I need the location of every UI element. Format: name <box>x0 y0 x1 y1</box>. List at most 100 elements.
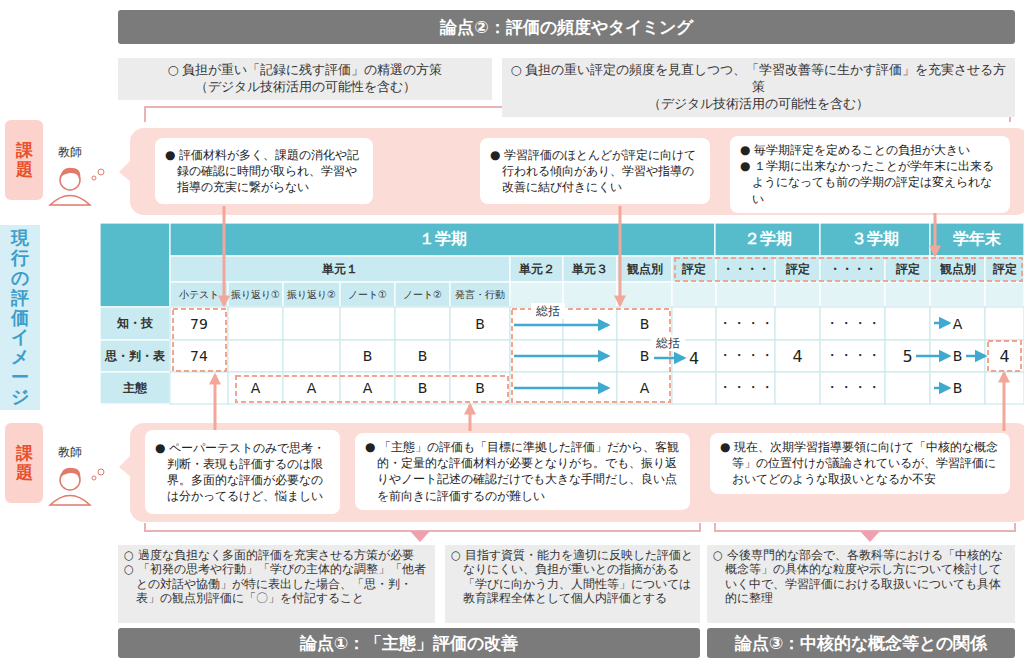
node-text: ○ 「初発の思考や行動」「学びの主体的な調整」「他者との対話や協働」が特に表出し… <box>124 562 429 605</box>
table-cell-value: 74 <box>170 340 228 372</box>
table-cell <box>775 256 820 282</box>
table-cell-value: B <box>930 372 985 404</box>
table-cell-value: A <box>283 372 340 404</box>
table-cell <box>617 256 672 282</box>
table-cell <box>885 282 930 307</box>
column-header: 観点別 <box>617 256 672 282</box>
table-cell <box>450 282 510 307</box>
table-cell-value: B <box>395 340 450 372</box>
node-text: ○ 目指す資質・能力を適切に反映した評価となりにくい、負担が重いとの指摘がある「… <box>451 548 694 606</box>
node-text: 課題 <box>16 141 33 178</box>
table-cell <box>100 372 170 404</box>
node-text: ● １学期に出来なかったことが学年末に出来るようになっても前の学期の評定は変えら… <box>740 158 1002 207</box>
bracket <box>145 523 700 531</box>
side-band: 現行の評価イメージ <box>0 225 40 410</box>
column-header: 評定 <box>885 256 930 282</box>
table-cell <box>885 307 930 340</box>
term-header: 学年末 <box>930 223 1024 256</box>
table-cell <box>283 282 340 307</box>
note-box: ○ 過度な負担なく多面的評価を充実させる方策が必要○ 「初発の思考や行動」「学び… <box>118 545 435 623</box>
banner: 論点②：評価の頻度やタイミング <box>118 10 1015 44</box>
bubble-tail <box>119 455 131 477</box>
banner: 論点①：「主態」評価の改善 <box>118 628 700 658</box>
table-cell-value: B <box>450 307 510 340</box>
table-cell <box>985 282 1024 307</box>
table-cell <box>930 307 985 340</box>
speaker-label: 教師 <box>50 444 90 460</box>
dashed-highlight <box>173 258 1022 402</box>
column-subheader: ノート② <box>395 282 450 307</box>
node-text: ● ペーパーテストのみで思考・判断・表現も評価するのは限界。多面的な評価が必要な… <box>155 440 332 505</box>
column-subheader: 発言・行動 <box>450 282 510 307</box>
table-cell <box>930 256 985 282</box>
table-cell <box>716 282 775 307</box>
row-header: 思・判・表 <box>100 340 170 372</box>
grade-value: 5 <box>885 340 930 372</box>
node-text: ○ 過度な負担なく多面的評価を充実させる方策が必要 <box>124 548 429 562</box>
banner: 論点③：中核的な概念等との関係 <box>707 628 1015 658</box>
callout-box: ● ペーパーテストのみで思考・判断・表現も評価するのは限界。多面的な評価が必要な… <box>145 430 340 514</box>
table-cell-value: A <box>930 307 985 340</box>
table-cell <box>563 256 617 282</box>
table-cell <box>450 307 510 340</box>
column-subheader: 振り返り① <box>228 282 283 307</box>
callout-box: ● 毎学期評定を定めることの負担が大きい● １学期に出来なかったことが学年末に出… <box>730 136 1010 213</box>
column-header: 評定 <box>672 256 716 282</box>
term-header: ３学期 <box>820 223 930 256</box>
table-cell <box>170 340 228 372</box>
table-cell-value: ・・・・ <box>716 340 775 372</box>
issue-arrow <box>215 206 1004 431</box>
grade-value: 4 <box>989 342 1020 370</box>
column-header: ・・・・ <box>820 256 885 282</box>
table-cell-value: ・・・・ <box>716 372 775 404</box>
column-subheader: 振り返り② <box>283 282 340 307</box>
callout-box: ● 現在、次期学習指導要領に向けて「中核的な概念等」の位置付けが議論されているが… <box>710 433 1010 494</box>
bracket <box>715 523 1015 531</box>
column-header: 単元２ <box>510 256 563 282</box>
node-text: 現行の評価イメージ <box>11 228 29 406</box>
table-cell <box>820 372 885 404</box>
term-header: １学期 <box>170 223 715 256</box>
table-cell <box>228 340 283 372</box>
node-text: （デジタル技術活用の可能性を含む） <box>510 96 1007 113</box>
table-cell <box>170 372 228 404</box>
column-header: ・・・・ <box>716 256 775 282</box>
column-header: 単元１ <box>170 256 510 282</box>
table-cell <box>170 282 228 307</box>
note-box: ○ 今後専門的な部会で、各教科等における「中核的な概念等」の具体的な粒度や示し方… <box>707 545 1015 623</box>
table-cell <box>100 307 170 340</box>
table-cell <box>715 223 820 256</box>
table-cell-value: ・・・・ <box>820 340 885 372</box>
node-text: ○ 負担が重い「記録に残す評価」の精選の方策 <box>126 62 484 79</box>
row-header: 知・技 <box>100 307 170 340</box>
table-cell-value: ・・・・ <box>716 307 775 340</box>
table-cell <box>672 256 716 282</box>
table-cell <box>617 282 672 307</box>
column-subheader: ノート① <box>340 282 395 307</box>
table-cell <box>672 282 716 307</box>
callout-box: ● 「主態」の評価も「目標に準拠した評価」だから、客観的・定量的な評価材料が必要… <box>355 433 690 510</box>
table-cell-value: A <box>617 372 672 404</box>
node-text: ○ 今後専門的な部会で、各教科等における「中核的な概念等」の具体的な粒度や示し方… <box>713 548 1009 606</box>
table-cell <box>563 282 617 307</box>
node-text: 論点①：「主態」評価の改善 <box>300 632 518 655</box>
node-text: ● 毎学期評定を定めることの負担が大きい <box>740 142 1002 158</box>
speaker-label: 教師 <box>50 144 90 160</box>
table-cell <box>340 282 395 307</box>
issue-tag: 課題 <box>5 120 43 200</box>
table-cell <box>100 340 170 372</box>
grade-value: 4 <box>775 340 820 372</box>
column-subheader: 小テスト <box>170 282 228 307</box>
pointer-triangle <box>860 531 880 542</box>
table-cell <box>930 282 985 307</box>
table-cell <box>617 372 672 404</box>
table-cell-value: 79 <box>170 307 228 340</box>
table-cell <box>716 340 775 372</box>
table-cell <box>228 282 283 307</box>
table-cell <box>775 282 820 307</box>
term-header: ２学期 <box>715 223 820 256</box>
table-cell <box>820 340 885 372</box>
table-cell <box>340 340 395 372</box>
teacher-icon <box>50 468 104 505</box>
